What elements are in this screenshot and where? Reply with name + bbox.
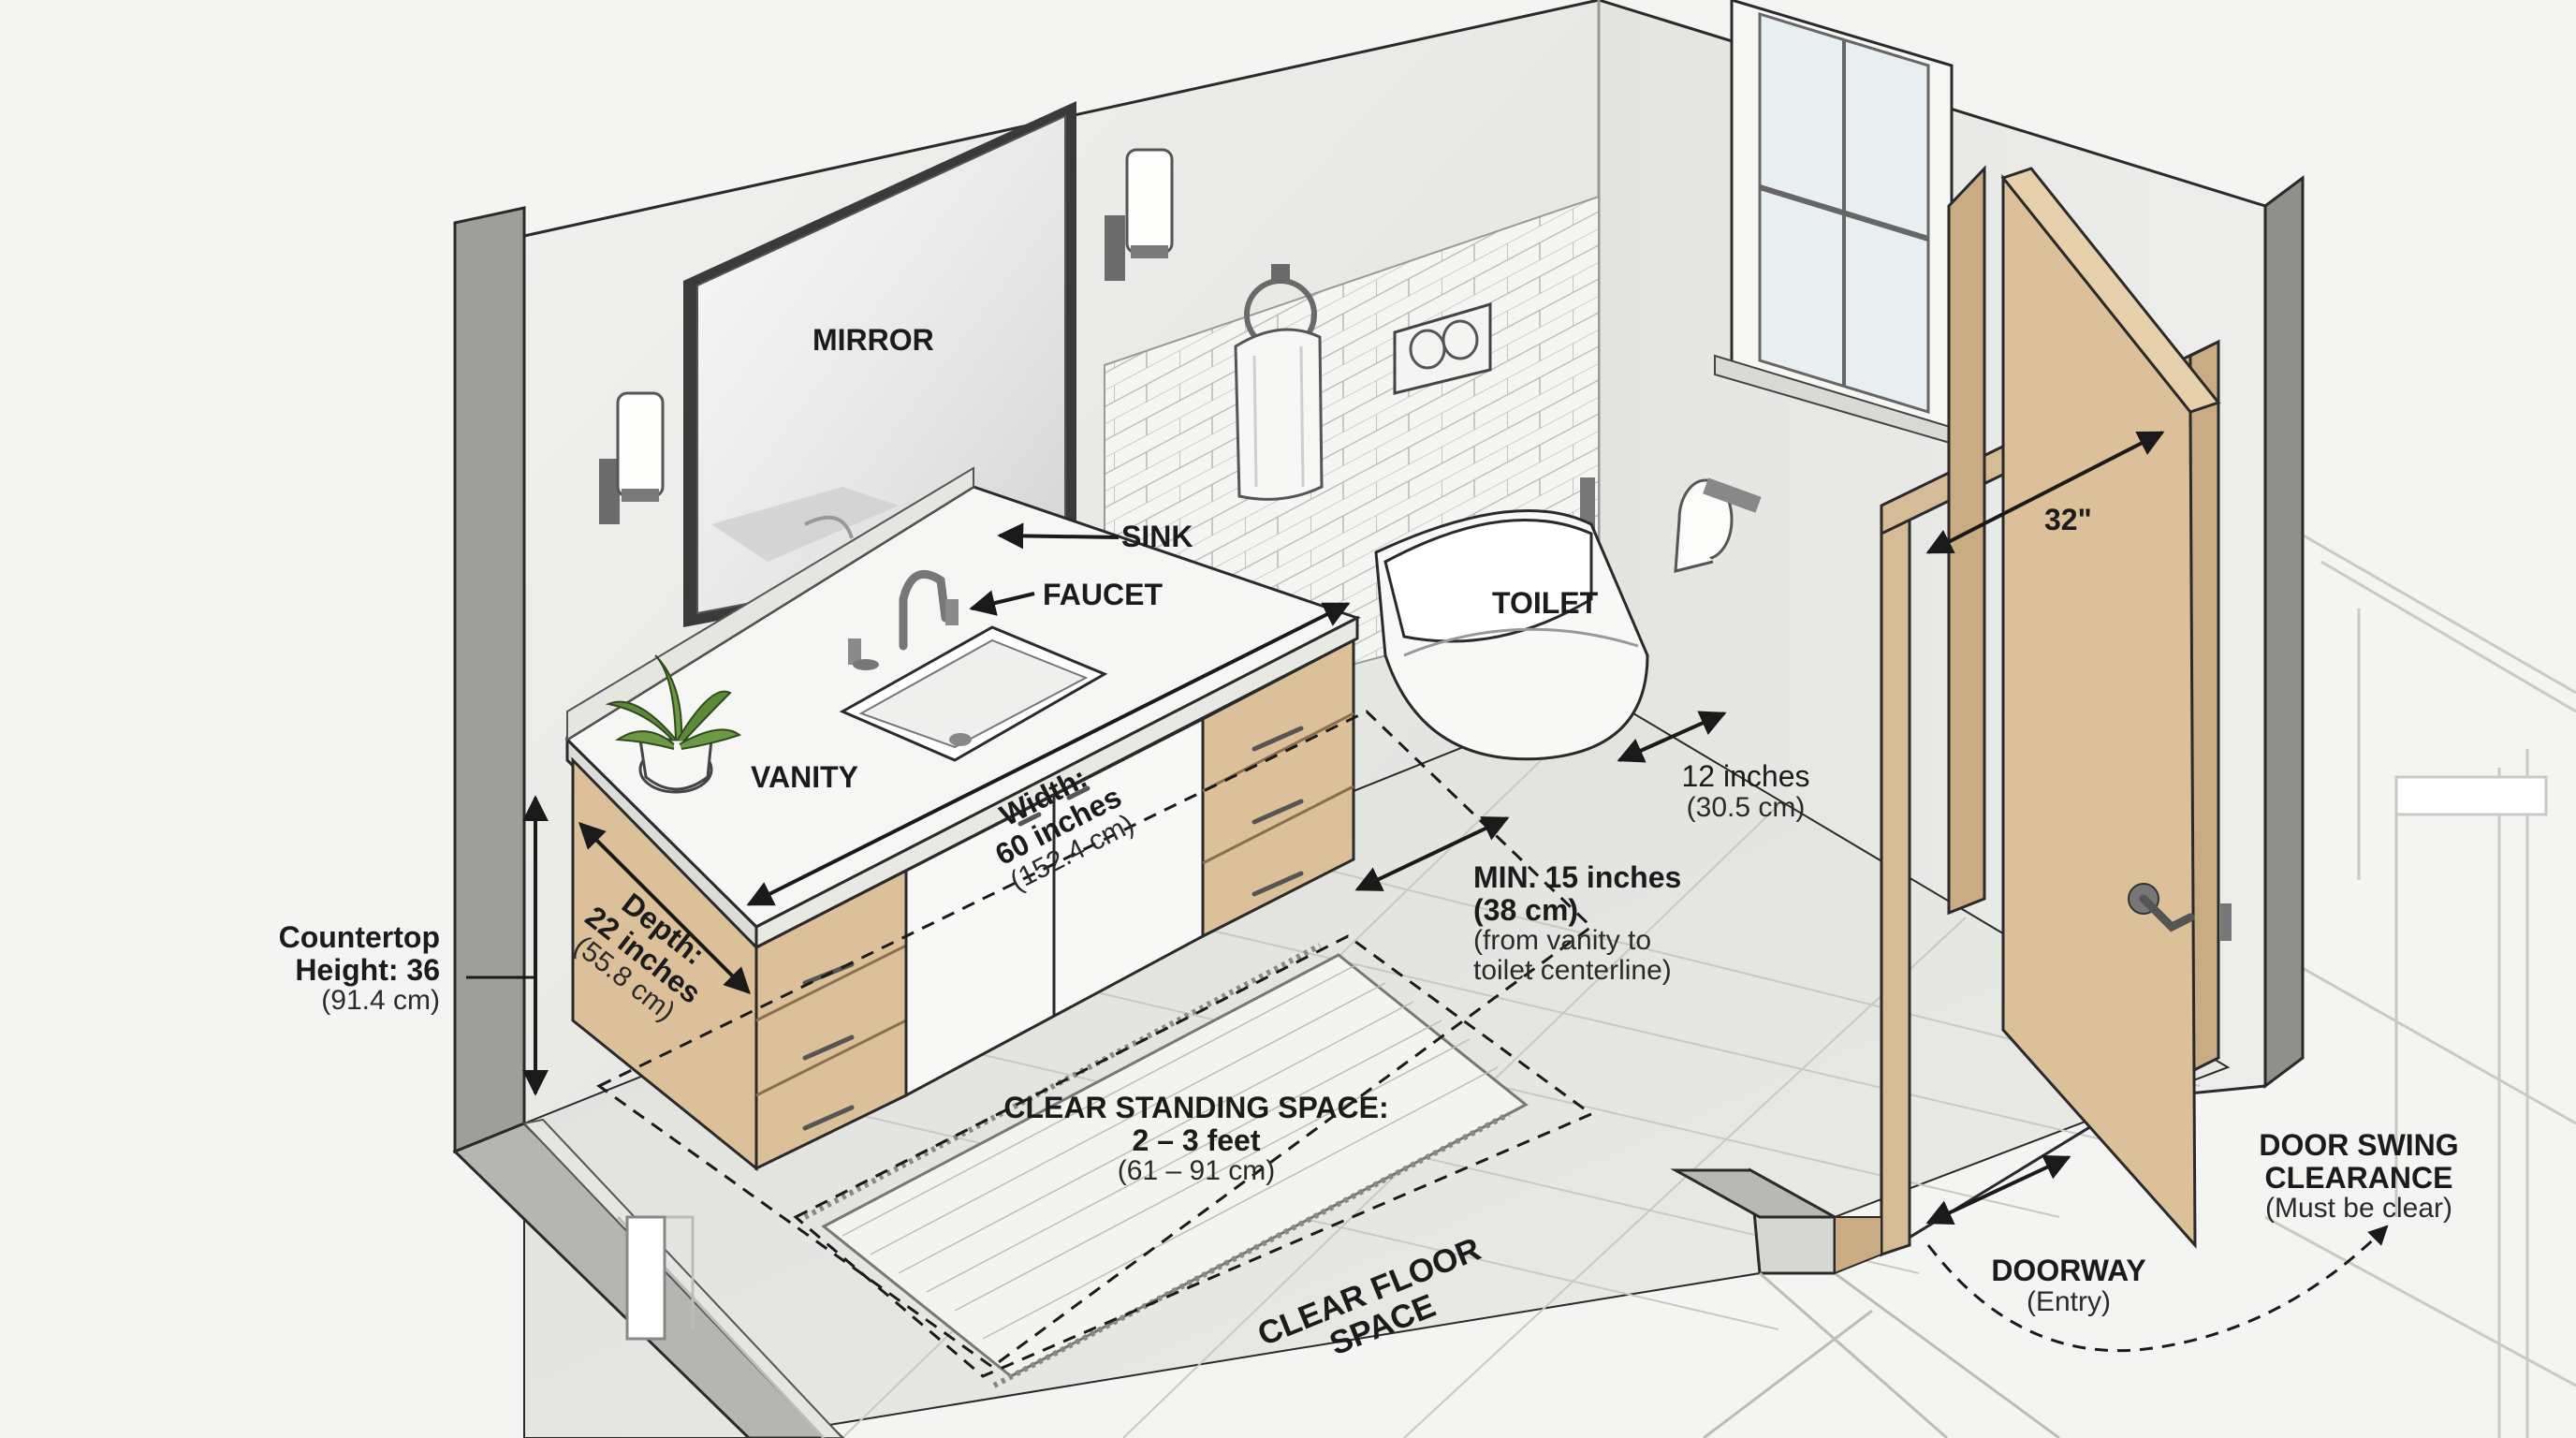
toilet-side-cm: (30.5 cm) [1686,791,1806,823]
min-clearance-label: MIN. 15 inches (38 cm) (from vanity to t… [1473,861,1681,987]
door-width-label: 32" [2044,503,2092,536]
sink-label: SINK [1121,520,1193,553]
potted-plant [605,654,742,794]
foreground-sketch [616,1215,2060,1438]
exterior-sketch [2246,522,2576,1438]
right-sconce [1105,148,1174,281]
left-wall-slab [453,206,526,1154]
doorway-title: DOORWAY [1991,1254,2146,1287]
door-swing-line1: DOOR SWING [2259,1128,2459,1162]
dimension-lines [466,431,2165,1225]
faucet-label: FAUCET [1043,578,1163,611]
min-note2: toilet centerline) [1473,955,1672,987]
standing-line2: 2 – 3 feet [1132,1123,1261,1157]
countertop-line2: Height: 36 [295,952,440,987]
door-swing-note: (Must be clear) [2264,1193,2453,1225]
countertop-line1: Countertop [278,920,440,954]
door-swing-line2: CLEARANCE [2264,1160,2453,1195]
right-wall-slab [2263,175,2305,1089]
toilet-paper-holder [1674,477,1762,573]
min-line2: (38 cm) [1473,892,1579,927]
flush-plate [1393,301,1492,395]
countertop-cm: (91.4 cm) [321,985,440,1017]
toilet-side-inches: 12 inches [1681,759,1810,793]
doorway-note: (Entry) [2027,1285,2111,1317]
min-note1: (from vanity to [1473,925,1652,957]
toilet-label: TOILET [1492,586,1599,620]
window [1714,0,1957,447]
standing-line1: CLEAR STANDING SPACE: [1003,1091,1389,1124]
min-line1: MIN. 15 inches [1473,860,1682,894]
toilet [1374,508,1649,761]
doorway-label: DOORWAY (Entry) [1966,1255,2172,1317]
bath-rug [803,943,1529,1388]
mirror-label: MIRROR [812,323,934,357]
clear-standing-space-label: CLEAR STANDING SPACE: 2 – 3 feet (61 – 9… [972,1092,1421,1186]
clearance-dashes [596,710,2389,1378]
standing-cm: (61 – 91 cm) [1117,1155,1276,1187]
vanity-label: VANITY [751,760,858,794]
countertop-height-label: Countertop Height: 36 (91.4 cm) [208,921,440,1016]
door-swing-clearance-label: DOOR SWING CLEARANCE (Must be clear) [2237,1129,2481,1224]
left-sconce [599,391,665,524]
towel-ring [1234,264,1324,501]
toilet-side-clearance-label: 12 inches (30.5 cm) [1629,760,1863,823]
